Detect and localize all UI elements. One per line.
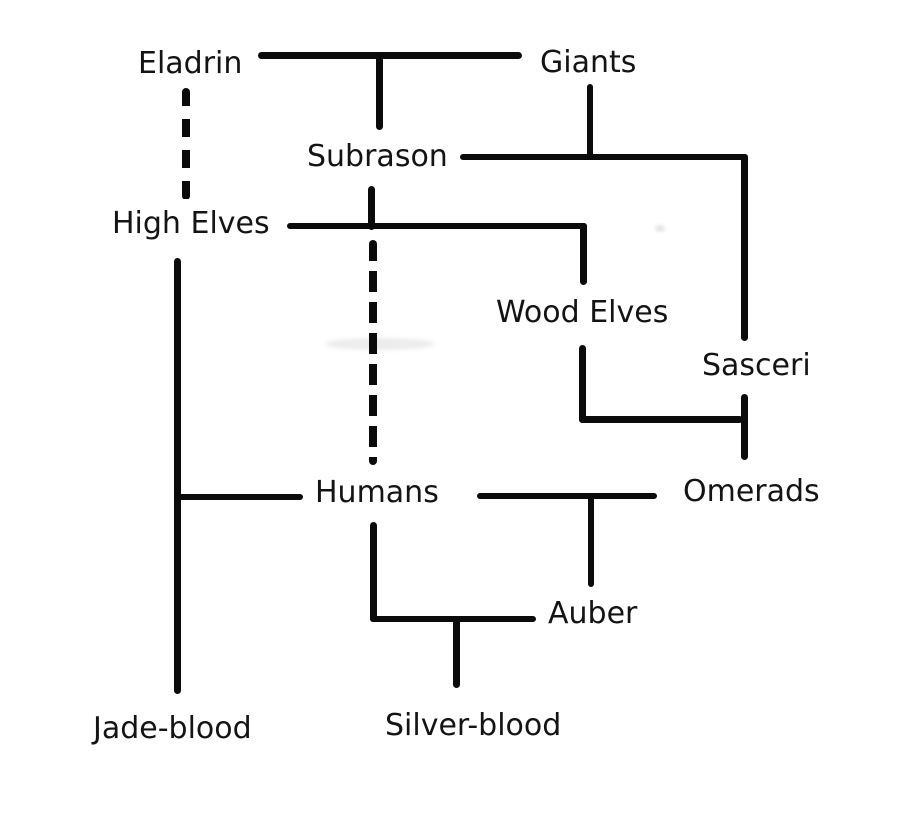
eladrin-highelves-dashed-line xyxy=(182,88,190,200)
omerads-union-to-auber-line xyxy=(588,494,594,587)
eladrin-giants-to-subrason-line xyxy=(376,55,383,130)
highelves-line-woodelves-drop xyxy=(580,223,587,285)
smudge-mark-2 xyxy=(655,226,665,231)
highelves-woodelves-line xyxy=(287,223,587,229)
node-label-high-elves: High Elves xyxy=(112,206,270,241)
node-label-giants: Giants xyxy=(540,45,637,80)
union-eladrin-giants-line xyxy=(258,52,522,59)
node-label-omerads: Omerads xyxy=(683,474,820,509)
sasceri-descent-line xyxy=(741,394,748,460)
auber-line-to-silverblood-line xyxy=(453,616,460,688)
humans-left-line xyxy=(174,494,303,500)
subrason-stub-line xyxy=(368,186,375,230)
node-label-silver-blood: Silver-blood xyxy=(385,708,562,743)
humans-omerads-line xyxy=(477,493,657,499)
subrason-line-to-sasceri-line xyxy=(741,154,748,341)
node-label-wood-elves: Wood Elves xyxy=(496,295,669,330)
node-label-subrason: Subrason xyxy=(307,139,448,174)
smudge-mark-1 xyxy=(325,338,435,350)
giants-descent-line xyxy=(587,84,593,158)
node-label-sasceri: Sasceri xyxy=(702,348,811,383)
subrason-right-line xyxy=(460,154,748,160)
subrason-humans-dashed-line xyxy=(369,240,377,465)
highelves-to-jadeblood-line xyxy=(174,258,181,694)
node-label-humans: Humans xyxy=(315,475,439,510)
node-label-auber: Auber xyxy=(548,596,638,631)
woodelves-descent-line xyxy=(579,345,586,423)
humans-descent-line xyxy=(370,522,377,622)
node-label-eladrin: Eladrin xyxy=(138,46,243,81)
woodelves-sasceri-junction-line xyxy=(579,416,743,423)
node-label-jade-blood: Jade-blood xyxy=(93,711,252,746)
